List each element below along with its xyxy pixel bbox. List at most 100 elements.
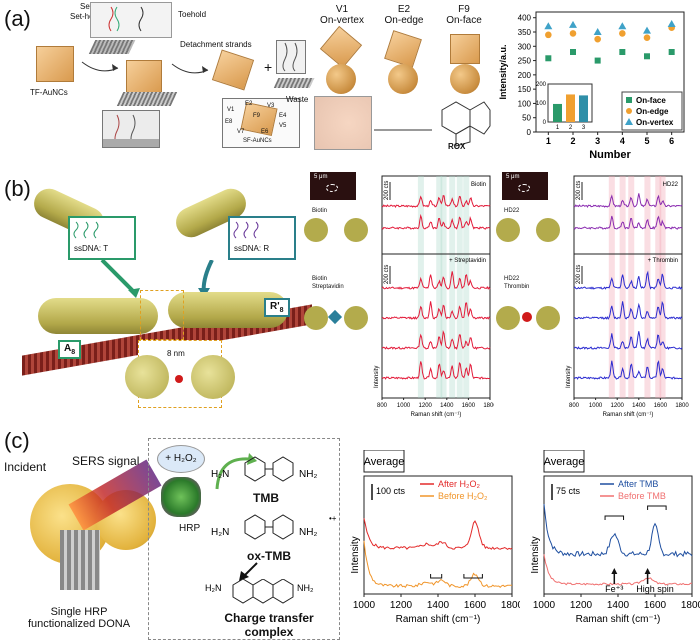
cartoon-sphere: [304, 218, 328, 242]
panel-b-label: (b): [4, 176, 31, 201]
highlight-band: [417, 176, 424, 398]
ssdna-t-box: ssDNA: T: [68, 216, 136, 260]
spectrum-trace: [381, 361, 491, 380]
data-point-on-face: [668, 49, 675, 55]
x-tick-label: 1400: [427, 600, 450, 611]
svg-text:NH₂: NH₂: [299, 469, 317, 480]
data-point-on-vertex: [618, 22, 627, 30]
legend-label: On-edge: [636, 107, 669, 116]
bottom-trace-label: + Streptavidin: [449, 258, 486, 264]
legend-label: After H₂O₂: [438, 479, 481, 489]
highlight-band: [436, 176, 443, 398]
y-tick-label: 350: [518, 28, 532, 37]
dona-structure: [60, 530, 100, 590]
spectrum-before: [363, 540, 513, 589]
legend-label: On-face: [636, 96, 666, 105]
bracket: [430, 574, 443, 579]
cartoon-hd22b-label: HD22: [504, 276, 520, 282]
x-tick-label: 1200: [390, 600, 413, 611]
x-axis-title: Raman shift (cm⁻¹): [603, 412, 654, 418]
scale-bar-label: 200 cts: [576, 265, 582, 284]
spectrum-trace: [381, 271, 491, 290]
chart-title: Average: [544, 456, 585, 468]
cartoon-sphere: [344, 306, 368, 330]
x-tick-label: 3: [595, 136, 600, 146]
chart-title: Average: [364, 456, 405, 468]
x-tick-label: 1800: [681, 600, 700, 611]
panel-c-label: (c): [4, 428, 30, 453]
y-axis-title: Intensity: [374, 366, 380, 388]
legend-marker: [626, 97, 632, 103]
vertex-cube: [319, 25, 363, 69]
x-tick-label: 1600: [464, 600, 487, 611]
legend-label: Before H₂O₂: [438, 491, 488, 501]
scale-bar-label: 200 cts: [576, 181, 582, 200]
highlight-band: [449, 176, 456, 398]
highlight-band: [619, 176, 626, 398]
data-point-on-face: [619, 49, 626, 55]
top-trace-label: Biotin: [471, 182, 486, 188]
x-tick-label: 1000: [533, 600, 556, 611]
edge-sphere: [388, 64, 418, 94]
tmb-label: TMB: [253, 491, 279, 505]
data-point-on-edge: [594, 35, 601, 43]
x-tick-label: 1000: [589, 403, 603, 409]
spectrum-trace: [381, 301, 491, 320]
h2o2-bubble: + H₂O₂: [157, 445, 205, 473]
vertex-sphere: [326, 64, 356, 94]
data-point-on-edge: [643, 34, 651, 42]
svg-text:•+: •+: [329, 514, 337, 523]
highlight-band: [608, 176, 615, 398]
spectrum-trace: [381, 330, 491, 351]
zoom-photo-box: [102, 110, 160, 148]
sf-aunc-cube: [211, 49, 255, 91]
x-axis-title: Raman shift (cm⁻¹): [576, 614, 661, 625]
spectrum-trace: [573, 331, 683, 351]
title-box: [363, 450, 405, 473]
cartoon-biotin2-label: Biotin: [312, 276, 328, 282]
spectrum-trace: [573, 360, 683, 380]
waste-label: Waste: [286, 95, 309, 104]
spectrum-trace: [573, 215, 683, 230]
svg-text:H₂N: H₂N: [211, 469, 229, 480]
x-tick-label: 1200: [419, 403, 433, 409]
plot-frame: [543, 475, 693, 595]
data-point-on-face: [545, 55, 552, 62]
y-tick-label: 100: [518, 99, 532, 108]
thrombin-icon: [522, 312, 532, 322]
plot-frame: [363, 475, 513, 595]
origami-tile-icon: [88, 40, 136, 54]
toehold-label: Toehold: [178, 10, 207, 19]
highlight-band: [628, 176, 635, 398]
r8-label: R'8: [264, 298, 290, 317]
highlight-band: [463, 176, 470, 398]
inset-y-tick: 200: [536, 82, 547, 88]
data-point-on-edge: [545, 31, 552, 39]
hrp-label: HRP: [179, 523, 201, 534]
down-arrow-icon: [239, 562, 258, 581]
y-axis-title: Intensity: [350, 536, 361, 573]
x-tick-label: 1200: [570, 600, 593, 611]
y-axis-title: Intensity/a.u.: [498, 44, 508, 99]
afm-image-left: 5 μm: [310, 172, 356, 200]
reaction-arrow-icon: [81, 61, 119, 72]
data-point-on-vertex: [544, 22, 553, 30]
x-axis-title: Raman shift (cm⁻¹): [396, 614, 481, 625]
annotation-high-spin: High spin: [636, 584, 674, 594]
sf-aunc-label: SF-AuNCs: [243, 138, 272, 144]
set-hold-label: Set-hold: [70, 12, 100, 21]
x-tick-label: 1200: [611, 403, 625, 409]
highlight-band: [440, 176, 447, 398]
dna-duplex-icon: [90, 2, 172, 38]
face-sphere: [450, 64, 480, 94]
gap-zoom-box: 8 nm: [125, 340, 235, 408]
reaction-dashed-box: + H₂O₂ HRP H₂N NH₂ TMB H₂N NH₂ •+ ox-TMB…: [148, 438, 340, 640]
y-tick-label: 400: [518, 14, 532, 23]
a8-label: A8: [58, 340, 82, 359]
edge-cube: [384, 30, 422, 68]
inset-x-tick: 1: [556, 125, 560, 131]
